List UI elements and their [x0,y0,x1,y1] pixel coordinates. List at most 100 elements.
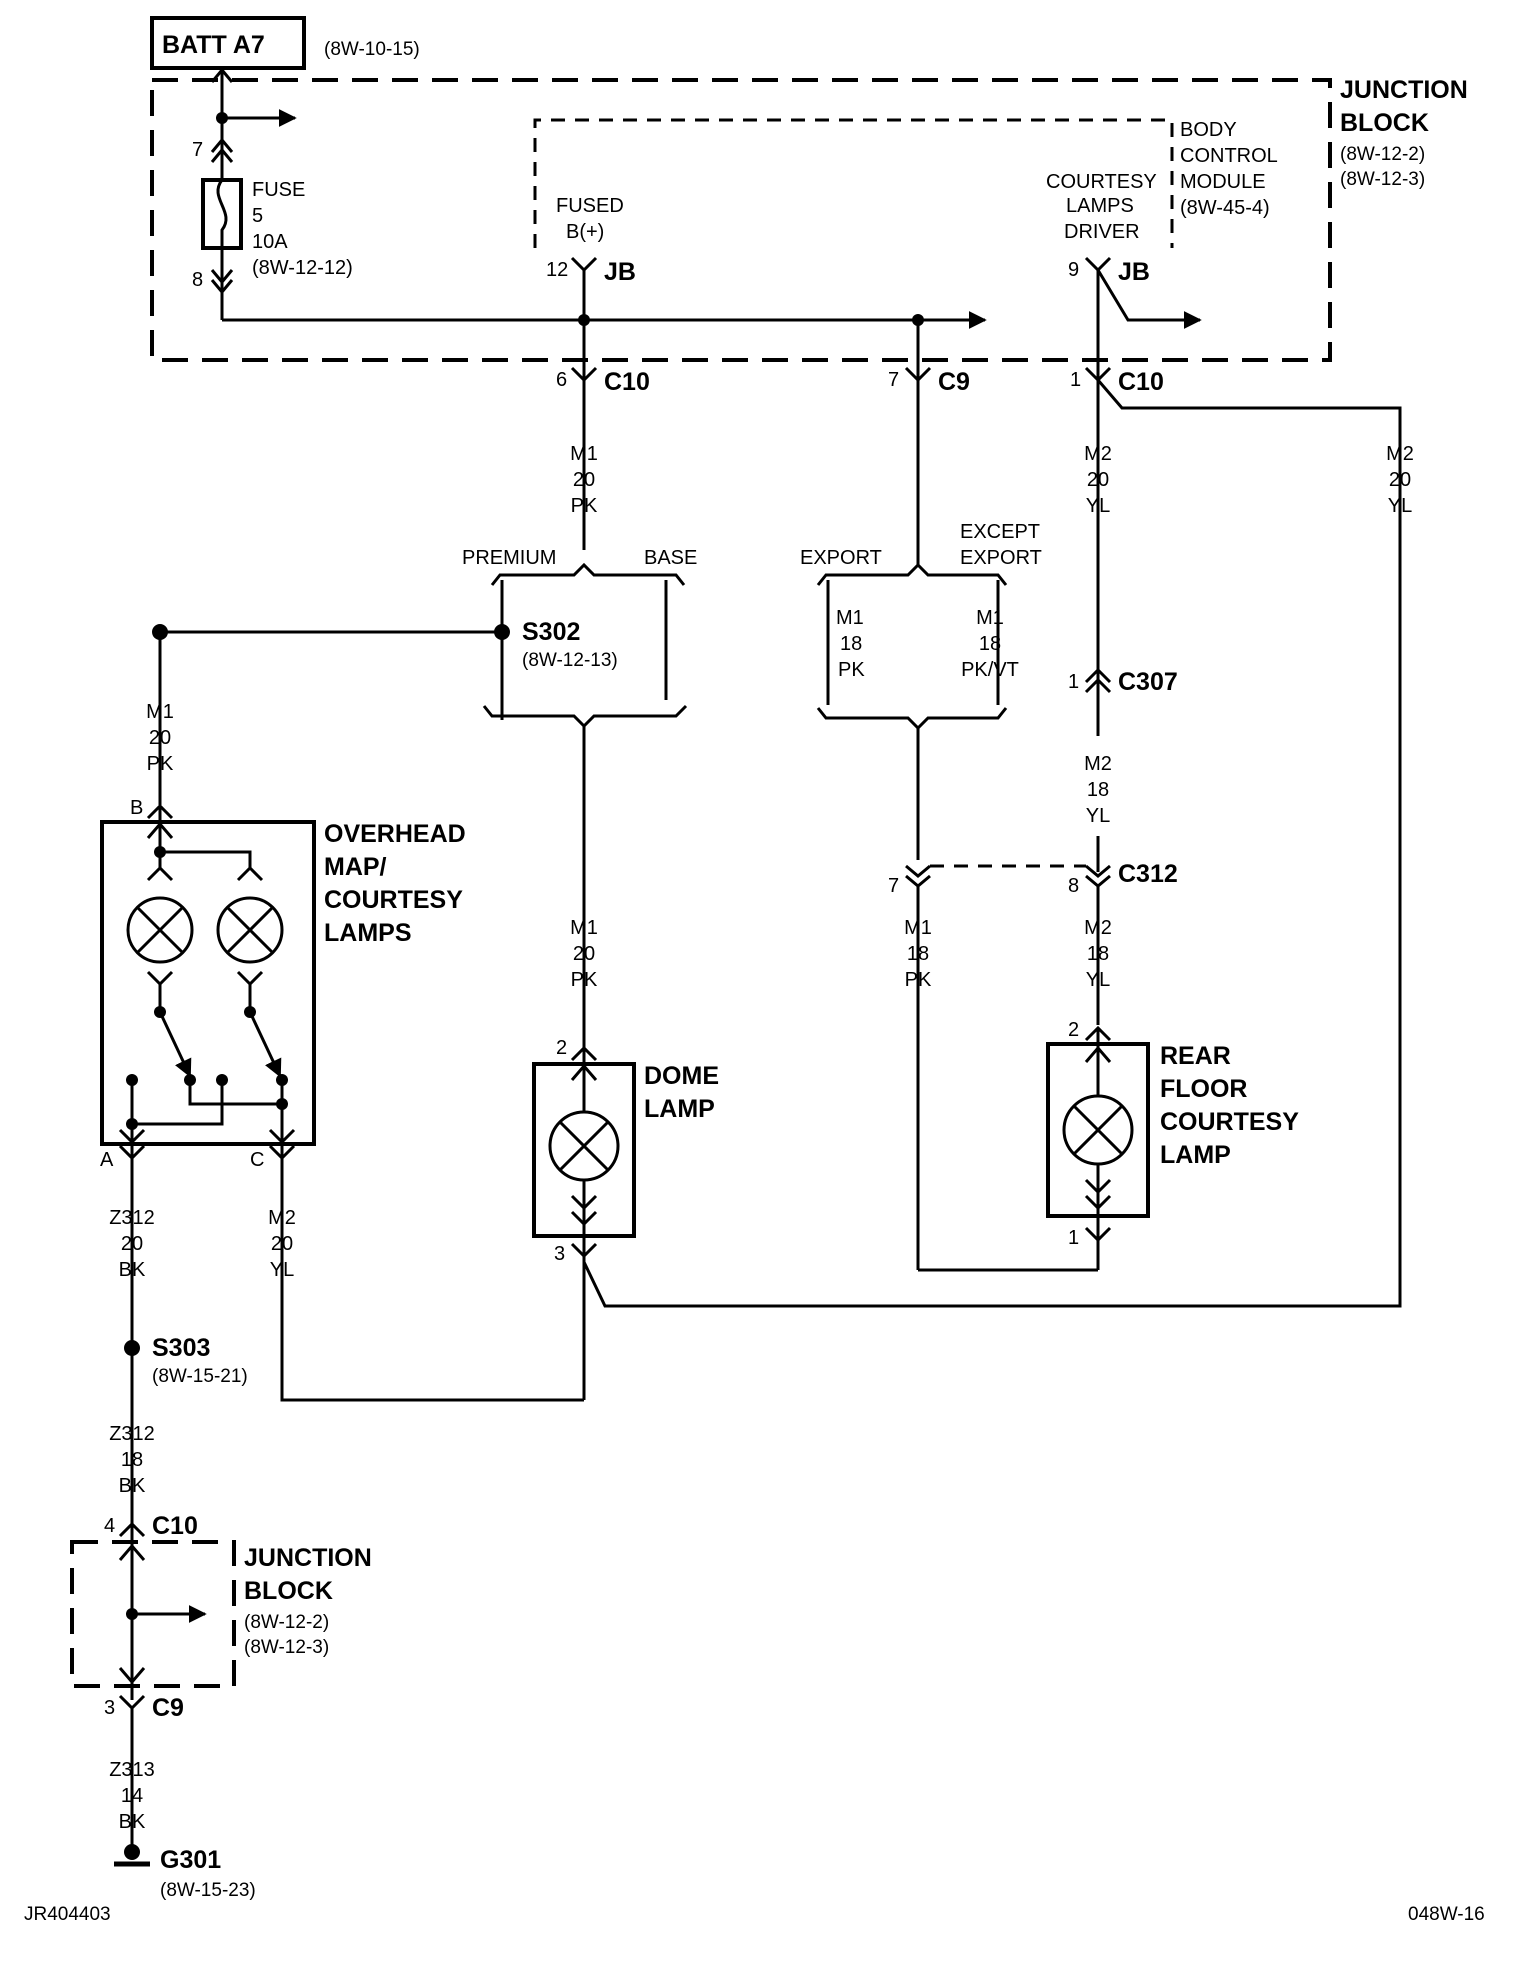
batt-label-box: BATT A7 [150,16,306,70]
svg-text:20: 20 [271,1233,293,1255]
svg-text:18: 18 [1087,779,1109,801]
connector-c312: 7 8 C312 [888,836,1178,1270]
svg-text:20: 20 [121,1233,143,1255]
svg-text:M2: M2 [1084,917,1112,939]
wire-m2-return [582,520,1402,1308]
svg-text:M2: M2 [1386,443,1414,465]
svg-text:20: 20 [1389,469,1411,491]
svg-text:M1: M1 [570,443,598,465]
svg-text:M1: M1 [836,607,864,629]
svg-text:M1: M1 [146,701,174,723]
svg-text:PK/VT: PK/VT [961,659,1019,681]
svg-text:S303: S303 [152,1334,210,1362]
junction-block-bottom: JUNCTION BLOCK (8W-12-2) (8W-12-3) [70,1524,372,1700]
svg-text:2: 2 [1068,1019,1079,1041]
svg-text:M2: M2 [1084,753,1112,775]
connector-c10-1: 1 C10 [1070,366,1402,520]
connector-c9-3: 3 C9 [104,1694,184,1846]
fuse-branch: 7 8 FUSE 5 10A (8W-12-12) [192,67,987,329]
fuse-label: FUSE [252,179,305,201]
svg-text:M1: M1 [976,607,1004,629]
svg-text:6: 6 [556,369,567,391]
svg-text:PK: PK [571,495,598,517]
svg-text:FUSED: FUSED [556,195,624,217]
svg-text:(8W-15-21): (8W-15-21) [152,1366,248,1387]
svg-text:C10: C10 [152,1512,198,1540]
svg-text:DOME: DOME [644,1062,719,1090]
svg-text:M2: M2 [268,1207,296,1229]
svg-text:1: 1 [1070,369,1081,391]
svg-text:C: C [250,1149,264,1171]
svg-text:C9: C9 [938,368,970,396]
dome-lamp: 2 3 DOME LAMP [532,1037,719,1400]
svg-text:COURTESY: COURTESY [1046,171,1157,193]
svg-text:1: 1 [1068,1227,1079,1249]
wire-label-z312-20-bk: Z312 20 BK [109,1207,155,1281]
svg-text:3: 3 [554,1243,565,1265]
connector-c307: 1 C307 [1068,520,1178,736]
svg-text:JB: JB [604,258,636,286]
svg-text:18: 18 [840,633,862,655]
wire-label-z313-14-bk: Z313 14 BK [109,1759,155,1833]
bcm-pin-12: 12 JB [546,256,636,380]
svg-text:LAMPS: LAMPS [324,919,412,947]
svg-text:G301: G301 [160,1846,221,1874]
svg-text:M1: M1 [904,917,932,939]
svg-text:Z313: Z313 [109,1759,155,1781]
option-premium-base: PREMIUM BASE [462,547,697,1050]
svg-text:PREMIUM: PREMIUM [462,547,556,569]
svg-text:LAMP: LAMP [644,1095,715,1123]
svg-text:COURTESY: COURTESY [324,886,463,914]
svg-text:LAMPS: LAMPS [1066,195,1134,217]
svg-text:(8W-12-2): (8W-12-2) [1340,144,1425,165]
svg-text:BK: BK [119,1259,146,1281]
svg-text:S302: S302 [522,618,580,646]
splice-s303: S303 (8W-15-21) [124,1334,248,1387]
svg-text:PK: PK [838,659,865,681]
footer-right-code: 048W-16 [1408,1904,1485,1925]
wire-label-m2-20-yl-c: M2 20 YL [268,1207,296,1281]
svg-text:(8W-45-4): (8W-45-4) [1180,197,1270,219]
overhead-map-courtesy-lamps: B A C OVERHEAD MAP/ COURTESY [100,797,466,1171]
body-control-module: BODY CONTROL MODULE (8W-45-4) FUSED B(+)… [533,118,1278,248]
svg-text:C10: C10 [1118,368,1164,396]
wire-label-z312-18-bk: Z312 18 BK [109,1423,155,1497]
svg-text:Z312: Z312 [109,1423,155,1445]
junction-block-top-outline [150,78,1332,362]
svg-text:EXPORT: EXPORT [960,547,1042,569]
wire-label-m1-18-pk: M1 18 PK [904,917,932,991]
svg-text:(8W-12-12): (8W-12-12) [252,257,353,279]
option-export: EXPORT EXCEPT EXPORT M1 18 PK M1 18 PK/V… [800,521,1042,860]
svg-text:DRIVER: DRIVER [1064,221,1140,243]
svg-text:EXCEPT: EXCEPT [960,521,1040,543]
svg-text:JUNCTION: JUNCTION [244,1544,372,1572]
rear-floor-courtesy-lamp: 2 1 REAR FLOOR COURTESY LAMP [918,1019,1299,1272]
wire-label-m1-20-pk-left: M1 20 PK [146,701,174,775]
svg-text:10A: 10A [252,231,288,253]
svg-text:14: 14 [121,1785,143,1807]
svg-text:EXPORT: EXPORT [800,547,882,569]
svg-text:M1: M1 [570,917,598,939]
svg-text:18: 18 [1087,943,1109,965]
svg-text:BASE: BASE [644,547,697,569]
svg-text:(8W-12-2): (8W-12-2) [244,1612,329,1633]
svg-text:9: 9 [1068,259,1079,281]
svg-text:JB: JB [1118,258,1150,286]
svg-text:2: 2 [556,1037,567,1059]
svg-text:YL: YL [1086,969,1110,991]
connector-c9-7: 7 C9 [888,366,970,565]
svg-text:YL: YL [1388,495,1412,517]
svg-text:4: 4 [104,1515,115,1537]
svg-text:M2: M2 [1084,443,1112,465]
svg-text:20: 20 [573,469,595,491]
svg-text:C307: C307 [1118,668,1178,696]
wire-m2-overhead-to-dome [280,1158,584,1402]
svg-text:18: 18 [907,943,929,965]
wire-label-m2-20-yl-b: M2 20 YL [1386,443,1414,517]
svg-text:B(+): B(+) [566,221,604,243]
ground-icon [124,1844,140,1860]
svg-text:PK: PK [905,969,932,991]
svg-text:Z312: Z312 [109,1207,155,1229]
svg-text:C312: C312 [1118,860,1178,888]
